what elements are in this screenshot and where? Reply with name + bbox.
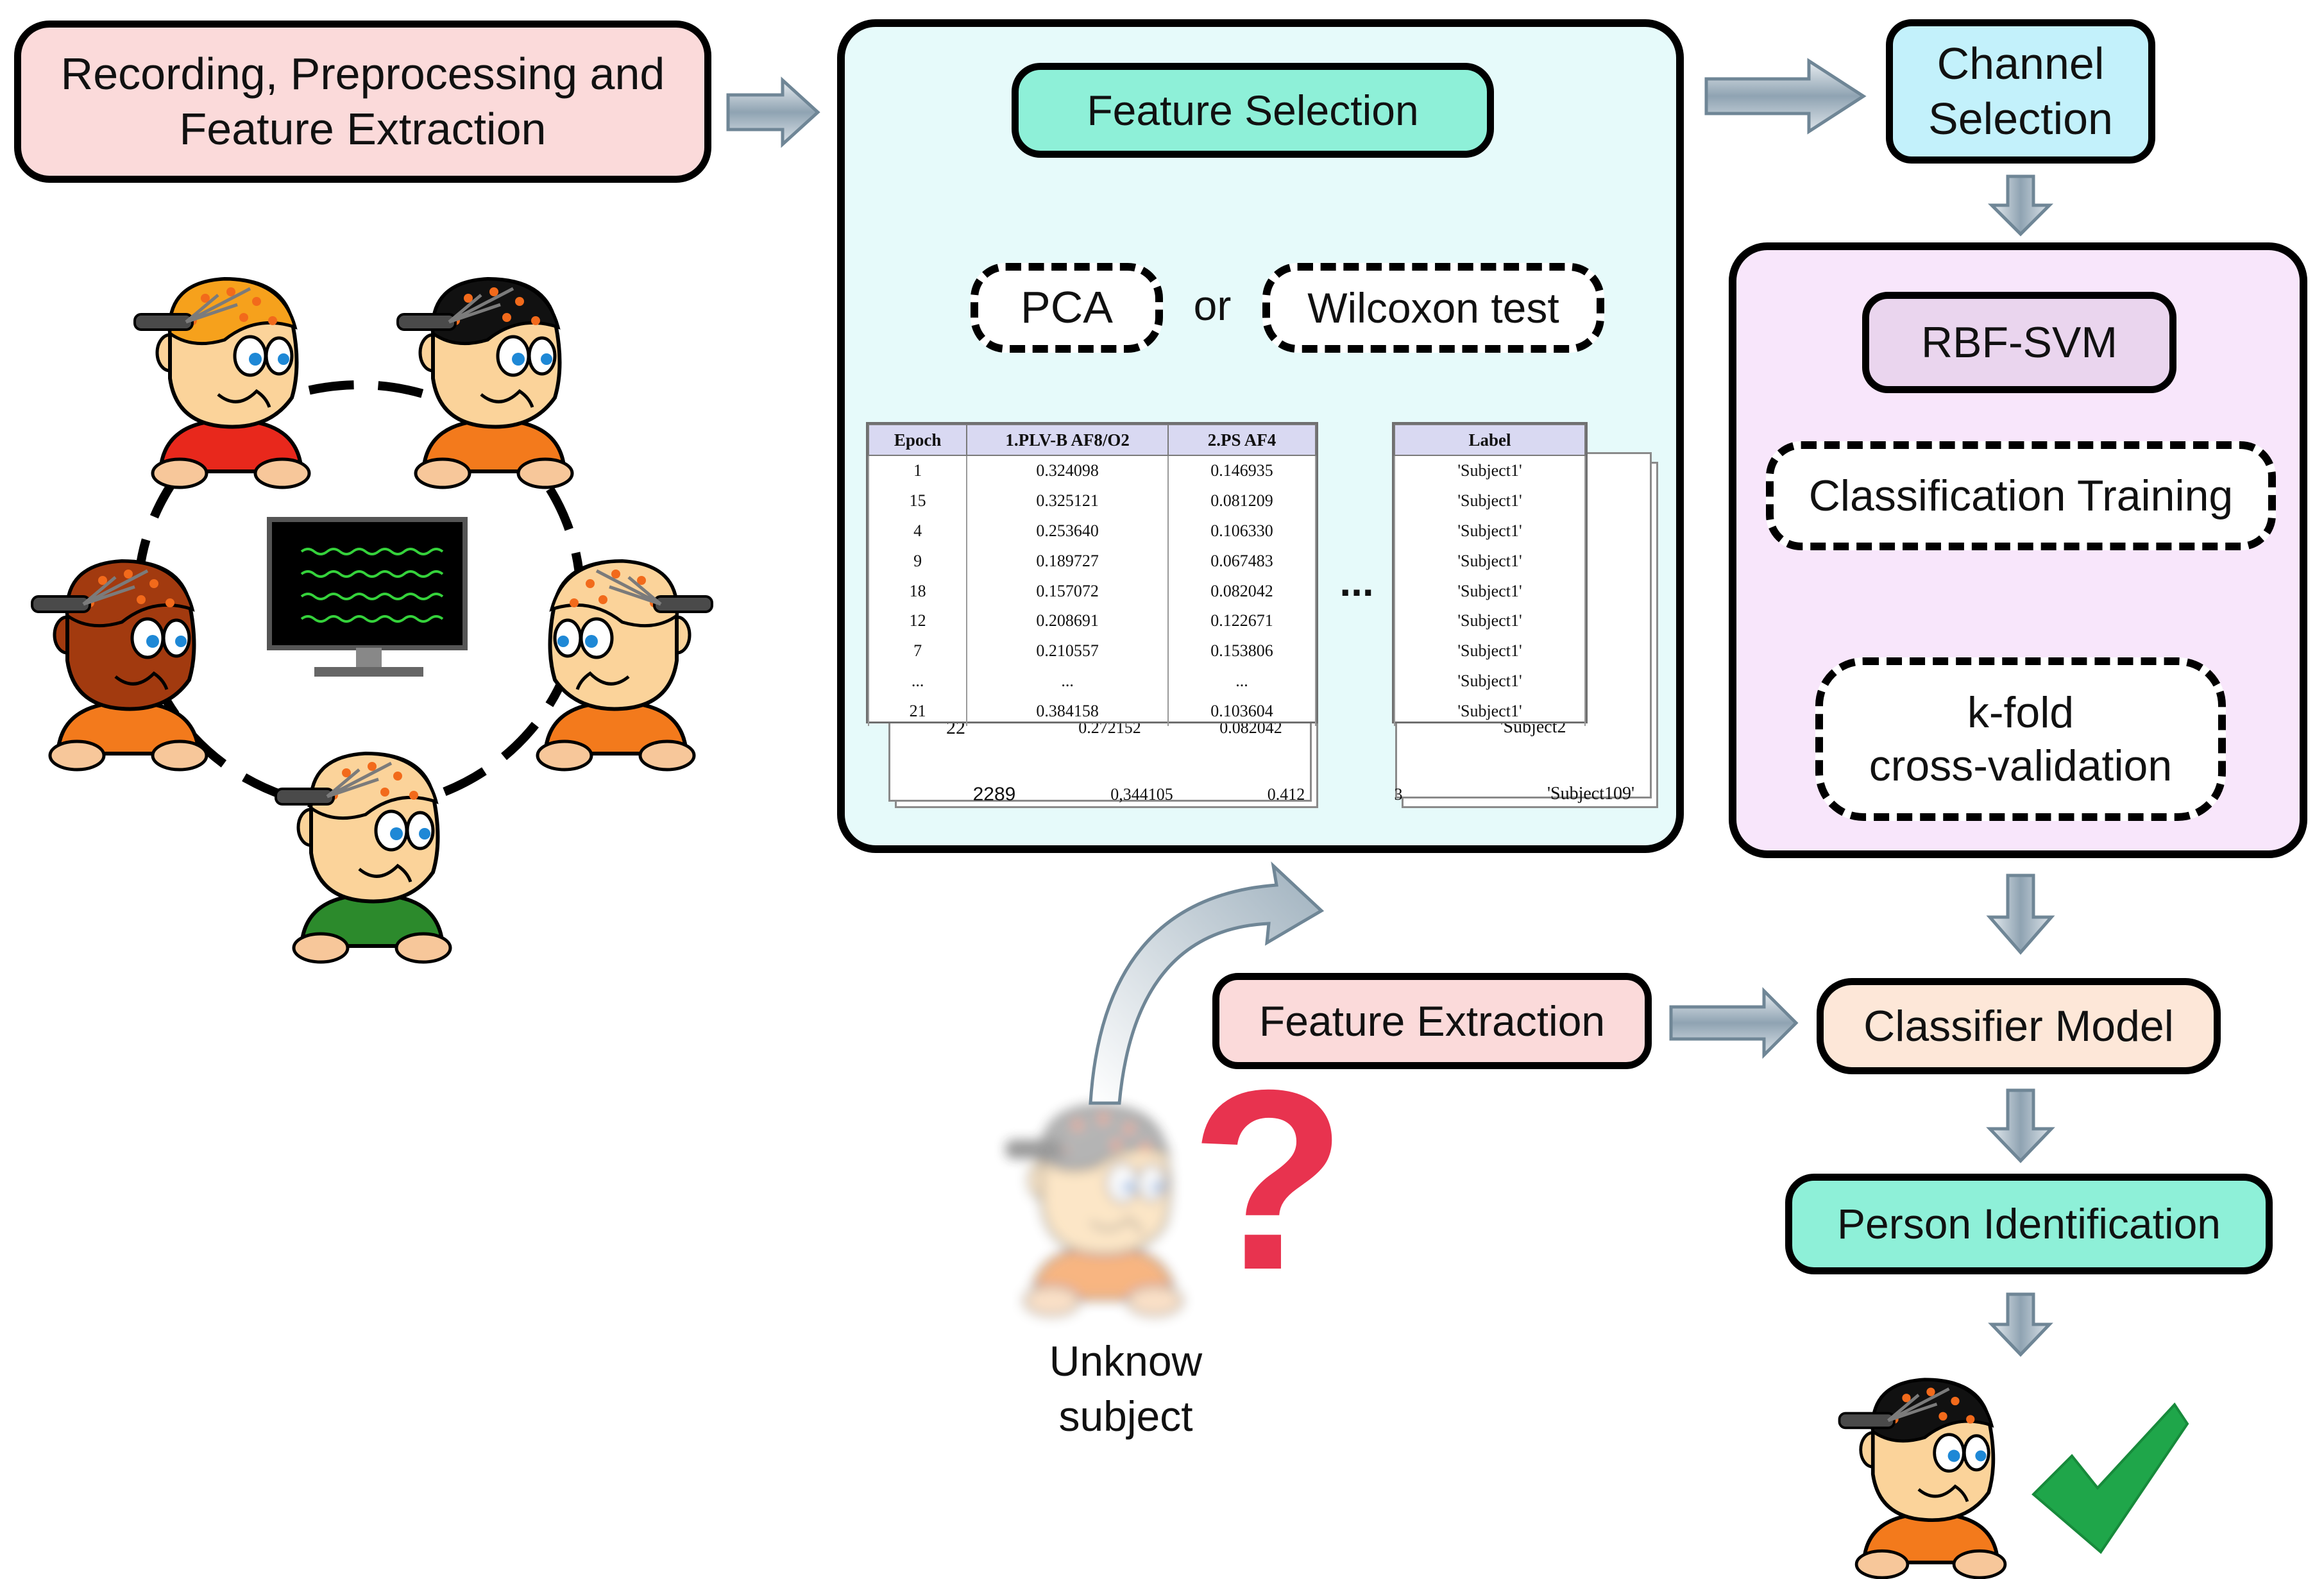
wilcoxon-box: Wilcoxon test <box>1262 263 1604 353</box>
back-row-epoch: 2289 <box>972 784 1016 805</box>
checkmark-icon <box>2031 1402 2189 1554</box>
table-header: 1.PLV-B AF8/O2 <box>966 424 1169 456</box>
table-header: Label <box>1394 424 1586 456</box>
label-table: Label 'Subject1' 'Subject1' 'Subject1' '… <box>1392 422 1588 727</box>
table-row: 'Subject1' <box>1394 516 1586 546</box>
question-icon: ? <box>1190 1036 1347 1323</box>
eeg-subject-icon <box>32 561 207 770</box>
table-row: 'Subject1' <box>1394 546 1586 577</box>
process-arrow-icon <box>1669 986 1799 1060</box>
unknown-subject-label: Unknow subject <box>1049 1337 1203 1440</box>
channel-selection-box: Channel Selection <box>1886 19 2155 164</box>
back-row-index: 3 <box>1394 785 1403 804</box>
kfold-box: k-fold cross-validation <box>1815 657 2226 821</box>
table-header: Epoch <box>867 424 968 456</box>
pca-box: PCA <box>971 263 1163 353</box>
eeg-subject-icon <box>135 279 309 487</box>
recording-preprocessing-box: Recording, Preprocessing and Feature Ext… <box>14 21 711 183</box>
ellipsis-label: ... <box>1339 559 1374 605</box>
table-row: 'Subject1' <box>1394 455 1586 486</box>
or-label: or <box>1193 282 1232 329</box>
process-arrow-icon <box>1986 1088 2055 1163</box>
classification-training-box: Classification Training <box>1766 441 2276 550</box>
table-row: 'Subject1' <box>1394 486 1586 516</box>
back-row-value: 0,344105 <box>1110 785 1173 804</box>
back-row-value: 0.412 <box>1267 785 1305 804</box>
eeg-monitor-icon <box>267 517 468 677</box>
classifier-model-box: Classifier Model <box>1817 978 2221 1074</box>
table-row: 'Subject1' <box>1394 605 1586 636</box>
rbf-svm-box: RBF-SVM <box>1862 292 2176 393</box>
process-arrow-icon <box>1986 874 2055 955</box>
table-row: 'Subject1' <box>1394 636 1586 666</box>
feature-selection-box: Feature Selection <box>1012 63 1494 158</box>
table-row: 'Subject1' <box>1394 696 1586 727</box>
process-arrow-icon <box>1988 1292 2053 1357</box>
process-arrow-icon <box>726 76 820 148</box>
eeg-subject-icon <box>1007 1106 1182 1315</box>
back-row-label: 'Subject109' <box>1547 784 1635 804</box>
eeg-subject-icon <box>1840 1380 2005 1578</box>
feature-extraction-box: Feature Extraction <box>1212 973 1652 1069</box>
table-row: ......... <box>867 666 1317 697</box>
table-row: 'Subject1' <box>1394 666 1586 697</box>
process-arrow-icon <box>1089 861 1325 1105</box>
table-header: 2.PS AF4 <box>1167 424 1317 456</box>
process-arrow-icon <box>1704 58 1867 135</box>
process-arrow-icon <box>1987 174 2054 237</box>
table-row: 'Subject1' <box>1394 576 1586 606</box>
person-identification-box: Person Identification <box>1785 1174 2273 1274</box>
eeg-subject-icon <box>538 561 712 770</box>
eeg-subject-icon <box>398 279 572 487</box>
eeg-subject-icon <box>276 754 450 962</box>
